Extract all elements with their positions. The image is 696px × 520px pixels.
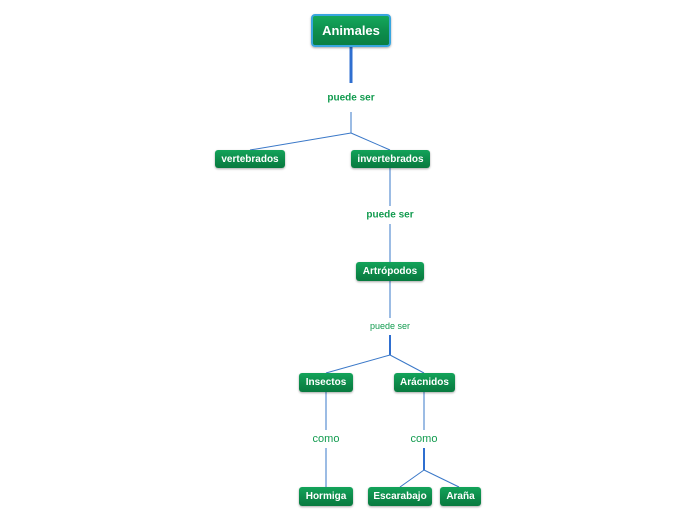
connector-to-invertebrados bbox=[350, 132, 391, 151]
node-escarabajo[interactable]: Escarabajo bbox=[368, 487, 432, 506]
root-node-label: Animales bbox=[322, 23, 380, 38]
node-invertebrados[interactable]: invertebrados bbox=[351, 150, 430, 168]
node-label: invertebrados bbox=[357, 153, 424, 165]
node-label: Hormiga bbox=[305, 491, 347, 502]
node-label: Arácnidos bbox=[400, 377, 449, 388]
node-artropodos[interactable]: Artrópodos bbox=[356, 262, 424, 281]
connector-to-arana bbox=[423, 469, 460, 488]
node-label: vertebrados bbox=[221, 153, 279, 165]
node-insectos[interactable]: Insectos bbox=[299, 373, 353, 392]
relation-label-invertebrados: puede ser bbox=[364, 209, 416, 221]
node-label: Insectos bbox=[305, 377, 347, 388]
relation-label-artropodos: puede ser bbox=[367, 321, 413, 331]
node-label: Escarabajo bbox=[373, 491, 427, 502]
node-arana[interactable]: Araña bbox=[440, 487, 481, 506]
node-aracnidos[interactable]: Arácnidos bbox=[394, 373, 455, 392]
root-node-animales[interactable]: Animales bbox=[311, 14, 391, 47]
relation-label-aracnidos: como bbox=[408, 433, 440, 445]
node-label: Artrópodos bbox=[362, 266, 418, 277]
relation-label-animales: puede ser bbox=[325, 92, 377, 104]
node-label: Araña bbox=[446, 491, 475, 502]
node-vertebrados[interactable]: vertebrados bbox=[215, 150, 285, 168]
relation-label-insectos: como bbox=[310, 433, 342, 445]
connector-to-insectos bbox=[325, 354, 391, 374]
connector-to-vertebrados bbox=[249, 132, 352, 151]
connector-to-aracnidos bbox=[389, 354, 425, 374]
connector-to-escarabajo bbox=[399, 469, 425, 488]
node-hormiga[interactable]: Hormiga bbox=[299, 487, 353, 506]
